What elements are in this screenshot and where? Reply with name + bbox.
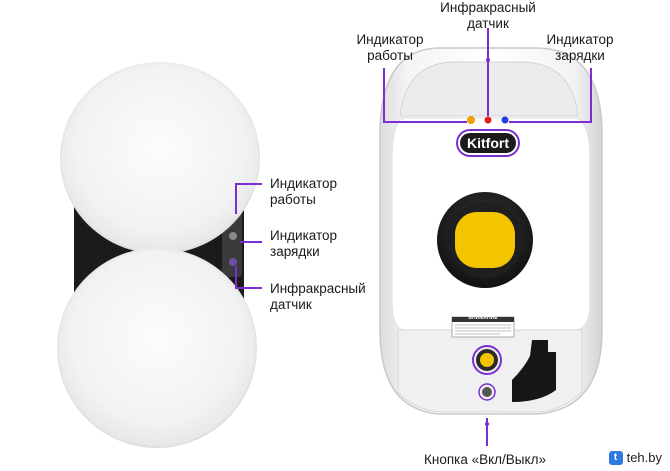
left-device (57, 62, 260, 448)
left-ir-sensor-label: Инфракрасный датчик (270, 281, 366, 312)
right-work-indicator-label: Индикатор работы (356, 32, 424, 63)
brand-badge-ring (456, 129, 520, 157)
left-ir-callout-line (235, 266, 262, 289)
watermark-logo-icon: t (608, 451, 623, 465)
warning-sticker-header (452, 317, 514, 322)
warning-sticker-lines (455, 324, 511, 335)
left-charge-indicator-led (229, 232, 237, 240)
left-callouts (235, 183, 262, 289)
charge-port (482, 387, 492, 397)
cable-hook (512, 340, 556, 402)
main-control-button[interactable] (455, 212, 515, 268)
brand-logo: Kitfort (467, 135, 509, 151)
bottom-mop-pad-texture (59, 250, 255, 446)
warning-sticker-title: ВНИМАНИЕ (468, 315, 498, 321)
watermark: t teh.by (604, 447, 668, 469)
power-button[interactable] (480, 353, 494, 367)
charge-indicator-led (501, 116, 509, 124)
right-device (379, 47, 603, 415)
charge-port-ring (478, 383, 496, 401)
right-work-callout-line (383, 68, 467, 123)
top-mop-pad-texture (62, 64, 258, 252)
power-button-label: Кнопка «Вкл/Выкл» (424, 452, 546, 467)
left-charge-indicator-label: Индикатор зарядки (270, 228, 338, 259)
right-ir-callout-dot (486, 58, 490, 62)
left-ir-sensor-led (229, 258, 237, 266)
left-work-indicator-label: Индикатор работы (270, 176, 338, 207)
brand-badge (460, 133, 516, 153)
right-charge-callout-line (509, 68, 592, 123)
left-work-callout-line (235, 183, 262, 214)
right-ir-sensor-label: Инфракрасный датчик (440, 0, 536, 31)
ir-sensor-led (484, 116, 492, 124)
right-charge-indicator-label: Индикатор зарядки (546, 32, 614, 63)
right-power-callout-dot (485, 422, 489, 426)
work-indicator-led (467, 116, 475, 124)
power-button-ring (472, 345, 502, 375)
watermark-text: teh.by (626, 450, 662, 465)
